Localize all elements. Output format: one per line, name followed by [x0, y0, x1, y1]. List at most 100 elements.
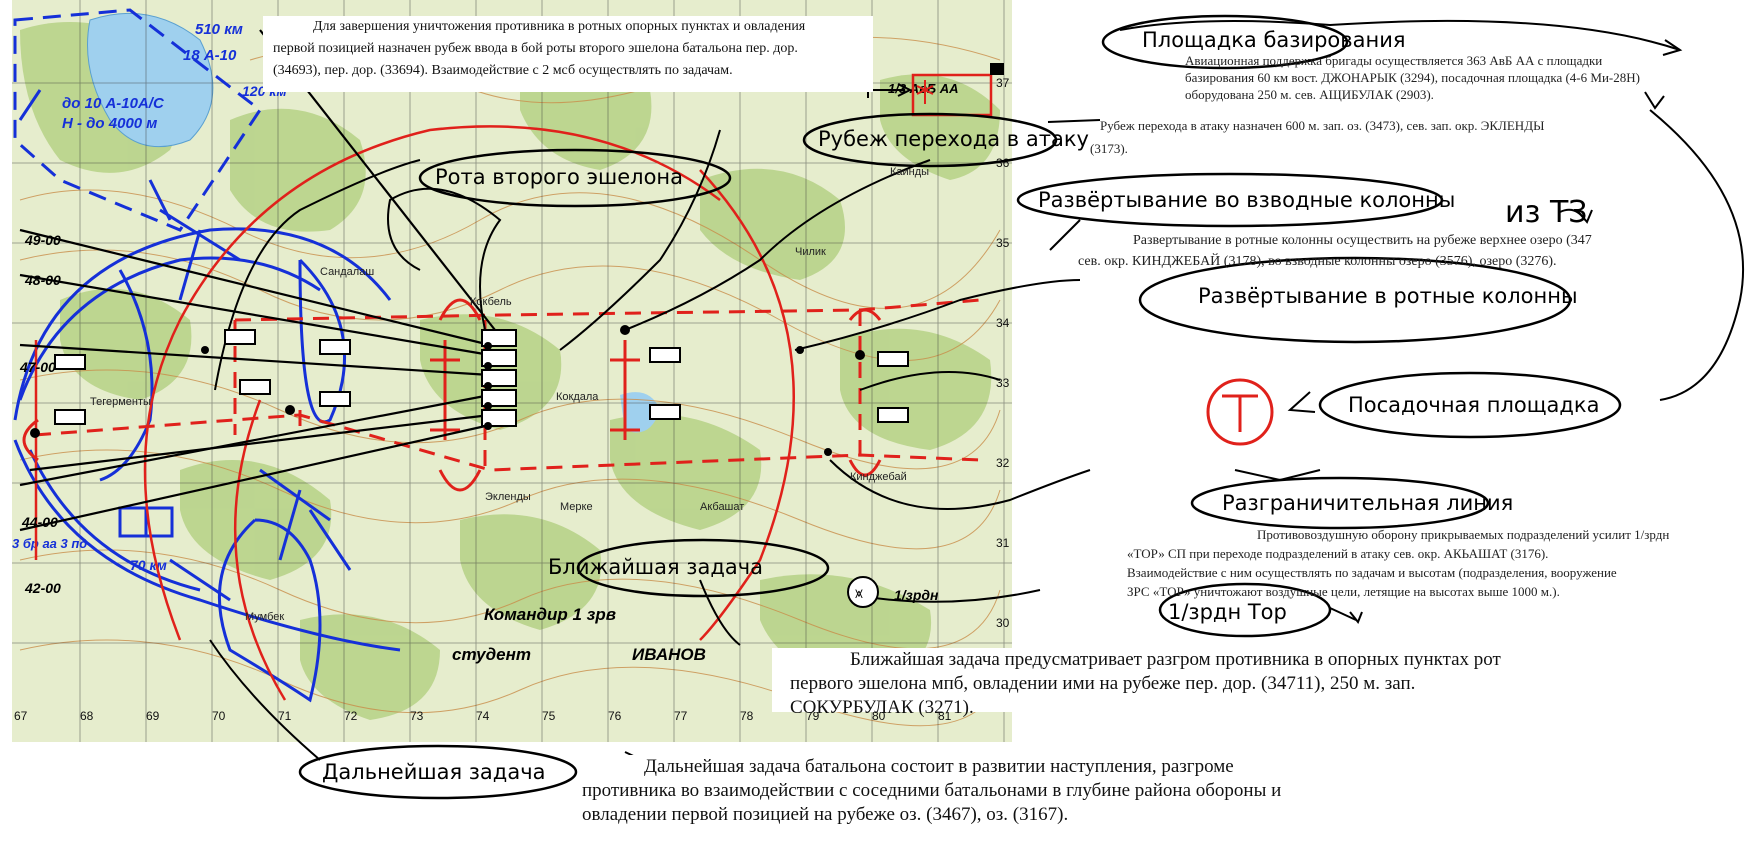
further-task-line: противника во взаимодействии с соседними…: [582, 780, 1282, 801]
place-label: Кокдала: [556, 391, 599, 403]
scale-label: 77: [674, 709, 688, 723]
immediate-task-line: СОКУРБУЛАК (3271).: [790, 697, 974, 718]
place-label: Мумбек: [245, 611, 284, 623]
place-label: Тегерменты: [90, 396, 151, 408]
top-text-line: (34693), пер. дор. (33694). Взаимодейств…: [273, 63, 733, 78]
label-47-00: 47-00: [19, 359, 56, 375]
right-scale: 37 36 35 34 33 32 31 30: [996, 76, 1010, 630]
coordinate-grid: [12, 0, 1012, 742]
note-line: ЗРС «ТОР» уничтожают воздушные цели, лет…: [1127, 584, 1560, 599]
red-semicircles: [22, 298, 882, 492]
callout-attack-line: Рубеж перехода в атаку: [818, 127, 1089, 151]
unit-symbols: [54, 329, 909, 427]
scale-label: 37: [996, 76, 1010, 90]
lake: [87, 12, 214, 148]
callout-further-task: Дальнейшая задача: [322, 760, 546, 784]
callout-landing-site: Посадочная площадка: [1348, 393, 1600, 417]
scale-label: 79: [806, 709, 820, 723]
label-a10-count: до 10 А-10А/С: [62, 95, 165, 112]
scale-label: 33: [996, 376, 1010, 390]
further-task-line: овладении первой позицией на рубеже оз. …: [582, 804, 1069, 825]
further-task-text: Дальнейшая задача батальона состоит в ра…: [582, 755, 1452, 835]
scale-label: 71: [278, 709, 292, 723]
scale-label: 68: [80, 709, 94, 723]
scale-label: 73: [410, 709, 424, 723]
immediate-task-line: первого эшелона мпб, овладении ими на ру…: [790, 673, 1416, 694]
place-label: Сандалаш: [320, 266, 374, 278]
lake-small: [620, 392, 660, 433]
note-line: сев. окр. КИНДЖЕБАЙ (3178), во взводные …: [1078, 254, 1557, 269]
further-task-line: Дальнейшая задача батальона состоит в ра…: [644, 756, 1234, 777]
note-deploy: Развертывание в ротные колонны осуществи…: [1078, 230, 1752, 272]
callout-boundary-line: Разграничительная линия: [1222, 491, 1514, 515]
label-commander: Командир 1 зрв: [484, 605, 616, 624]
note-line: Рубеж перехода в атаку назначен 600 м. з…: [1100, 118, 1545, 133]
svg-text:⩙: ⩙: [855, 585, 863, 601]
place-label: Экленды: [485, 491, 531, 503]
place-label: Чилик: [795, 246, 826, 258]
label-zrdn: 1/зрдн: [894, 587, 939, 603]
scale-label: 72: [344, 709, 358, 723]
label-48-00: 48-00: [24, 272, 61, 288]
scale-label: 67: [14, 709, 28, 723]
scale-label: 32: [996, 456, 1010, 470]
immediate-task-line: Ближайшая задача предусматривает разгром…: [850, 649, 1501, 670]
note-aviation: Авиационная поддержка бригады осуществля…: [1185, 52, 1740, 103]
handwritten-iz-tz: из ТЗ: [1505, 195, 1588, 230]
red-boundary-lines: [34, 298, 981, 472]
scale-label: 69: [146, 709, 160, 723]
place-label: Мерке: [560, 501, 593, 513]
note-line: Развертывание в ротные колонны осуществи…: [1133, 233, 1592, 248]
scale-label: 75: [542, 709, 556, 723]
top-text-line: первой позицией назначен рубеж ввода в б…: [273, 41, 798, 56]
scale-label: 76: [608, 709, 622, 723]
callout-leader-lines: [209, 129, 1091, 761]
callout-bubbles: [298, 14, 1622, 800]
label-42-00: 42-00: [24, 580, 61, 596]
note-attack-line: Рубеж перехода в атаку назначен 600 м. з…: [1090, 117, 1740, 157]
label-altitude: Н - до 4000 м: [62, 115, 157, 132]
callout-platoon-deploy: Развёртывание во взводные колонны: [1038, 188, 1456, 212]
note-line: Взаимодействие с ним осуществлять по зад…: [1127, 565, 1617, 580]
place-label: Акбашат: [700, 501, 744, 513]
contour-lines: [19, 36, 1001, 727]
scale-label: 81: [938, 709, 952, 723]
landing-site-symbol: [1206, 378, 1274, 446]
top-text-block: Для завершения уничтожения противника в …: [263, 16, 873, 92]
callout-base-area: Площадка базирования: [1142, 28, 1406, 52]
label-44-00: 44-00: [21, 514, 58, 530]
note-line: оборудована 250 м. сев. АЩИБУЛАК (2903).: [1185, 87, 1434, 102]
scale-label: 30: [996, 616, 1010, 630]
scale-label: 78: [740, 709, 754, 723]
note-line: «ТОР» СП при переходе подразделений в ат…: [1127, 546, 1549, 561]
label-510km: 510 км: [195, 21, 243, 38]
callout-zrdn-tor: 1/зрдн Тор: [1168, 600, 1287, 624]
label-ivanov: ИВАНОВ: [632, 645, 706, 664]
place-label: Кинджебай: [850, 471, 907, 483]
label-49-00: 49-00: [24, 232, 61, 248]
settlement-labels: Кокдала Кинджебай Акбашат Мерке Экленды …: [90, 166, 929, 623]
place-label: Каинды: [890, 166, 929, 178]
black-map-labels: 49-00 48-00 47-00 44-00 42-00 1/3 АвБ АА…: [19, 81, 959, 664]
label-student: студент: [452, 645, 531, 664]
bottom-scale: 67 68 69 70 71 72 73 74 75 76 77 78 79 8…: [14, 709, 952, 723]
label-br-aa: 3 бр аа 3 пд: [12, 536, 87, 551]
scale-label: 74: [476, 709, 490, 723]
scale-label: 35: [996, 236, 1010, 250]
top-text-line: Для завершения уничтожения противника в …: [313, 19, 806, 34]
note-air-defense: Противовоздушную оборону прикрываемых по…: [1127, 525, 1747, 601]
scale-label: 70: [212, 709, 226, 723]
callout-immediate-task: Ближайшая задача: [548, 555, 764, 579]
callout-second-echelon: Рота второго эшелона: [435, 165, 684, 189]
label-70km: 70 км: [130, 557, 168, 573]
tor-sam-icon: ⩙: [847, 576, 879, 608]
note-line: базирования 60 км вост. ДЖОНАРЫК (3294),…: [1185, 70, 1640, 85]
place-label: Кокбель: [470, 296, 512, 308]
scale-label: 31: [996, 536, 1010, 550]
callout-company-deploy: Развёртывание в ротные колонны: [1198, 284, 1578, 308]
scale-label: 34: [996, 316, 1010, 330]
note-line: (3173).: [1090, 141, 1128, 156]
note-line: Противовоздушную оборону прикрываемых по…: [1257, 527, 1670, 542]
immediate-task-text: Ближайшая задача предусматривает разгром…: [772, 648, 1680, 718]
